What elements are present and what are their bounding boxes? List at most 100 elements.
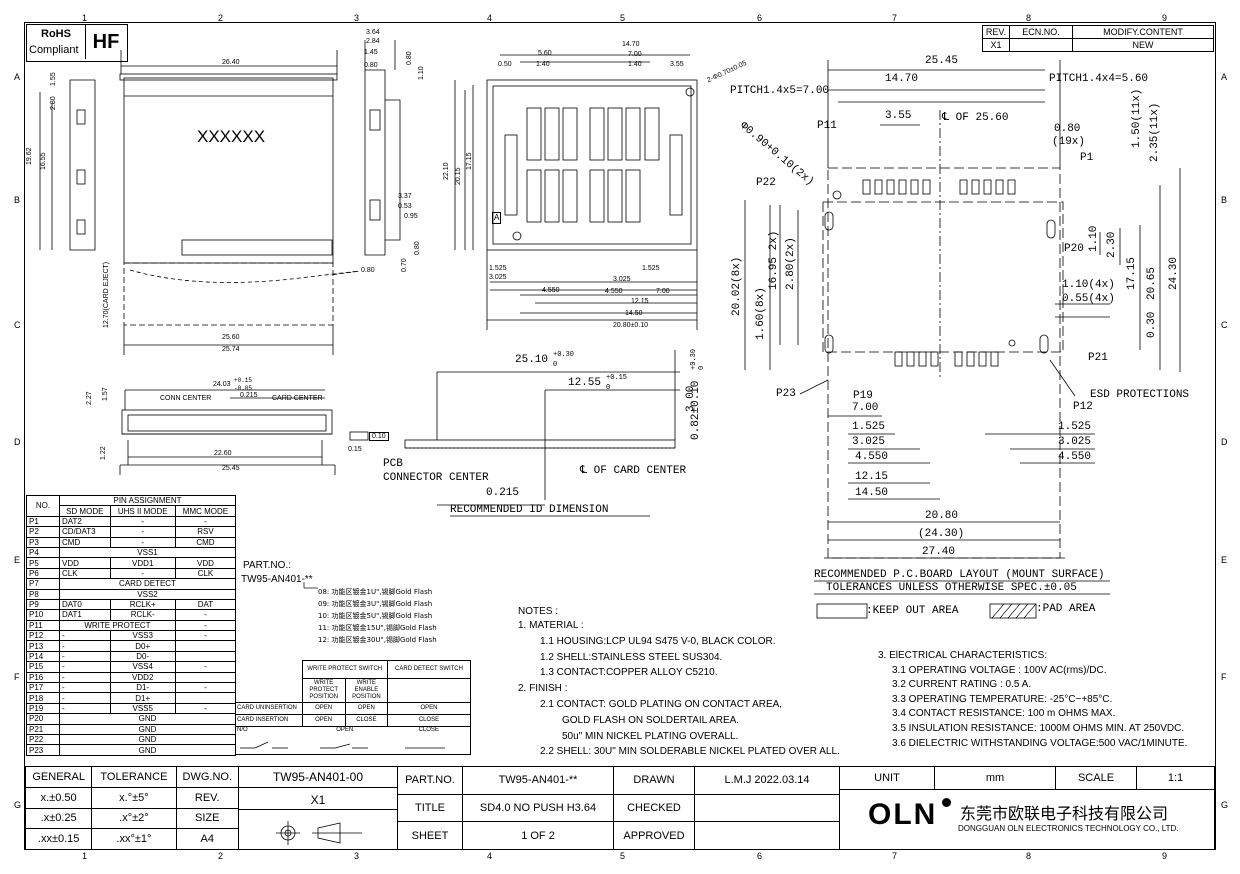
pin-no: P18 [26, 692, 60, 704]
dim-top-3: 25.74 [222, 346, 240, 353]
pin-signal: - [174, 515, 237, 528]
dim-front-4: 1.57 [102, 387, 109, 401]
pin-no: P3 [26, 536, 60, 548]
pin-p23: P23 [776, 388, 796, 400]
dim-bot-16: 3.025 [613, 276, 631, 283]
electrical-line: 3.1 OPERATING VOLTAGE : 100V AC(rms)/DC. [892, 664, 1107, 676]
pin-assignment-title: PIN ASSIGNMENT [59, 494, 236, 507]
pin-no: P15 [26, 661, 60, 673]
side-view-outline [364, 40, 401, 256]
pin-no: P22 [26, 733, 60, 746]
zone-col-3-bottom: 3 [354, 851, 360, 861]
pin-no: P4 [26, 546, 60, 559]
id-dim-1-tol-zero: 0 [553, 361, 558, 369]
tol-4: .x°±2° [91, 807, 177, 830]
hf-label: HF [85, 25, 126, 59]
pcb-bot-8: 12.15 [855, 471, 889, 483]
drawing-frame [24, 22, 1216, 850]
sheet-value: 1 OF 2 [462, 821, 614, 850]
pin-signal [174, 650, 237, 663]
pin-signal: - [59, 661, 111, 673]
registered-icon [942, 798, 951, 807]
card-center-label: CARD CENTER [272, 395, 323, 402]
pin-no: P5 [26, 557, 60, 569]
dim-side-2: 2.84 [366, 38, 380, 45]
tb-part-no: TW95-AN401-** [462, 766, 614, 795]
dim-bot-12: 1.525 [489, 265, 507, 272]
pin-signal: - [109, 536, 176, 548]
dim-front-1-tol-plus: +0.15 [234, 377, 253, 384]
dim-front-3: 2.27 [86, 391, 93, 405]
tol-2: x.°±5° [91, 786, 177, 809]
id-dimension-outline [404, 350, 680, 506]
zone-row-C-right: C [1221, 320, 1228, 330]
dim-front-2: 0.215 [240, 392, 258, 399]
drawn-value: L.M.J 2022.03.14 [694, 766, 840, 795]
pcb-bot-4: 4.550 [855, 451, 889, 463]
pcb-top-9: 1.50(11x) [1131, 88, 1143, 148]
pin-signal: - [174, 619, 237, 632]
zone-col-2-top: 2 [218, 13, 224, 23]
scale-label: SCALE [1055, 766, 1137, 790]
pin-signal: GND [59, 723, 236, 736]
pin-no: P21 [26, 723, 60, 736]
pcb-bot-10: 20.80 [925, 510, 959, 522]
pcb-left-1: 20.02(8x) [731, 256, 743, 316]
pin-p20: P20 [1064, 243, 1084, 255]
id-dim-2-tol-plus: +0.15 [606, 374, 628, 382]
zone-col-4-top: 4 [487, 13, 493, 23]
dim-bot-15: 1.525 [642, 265, 660, 272]
pcb-top-5: 3.55 [885, 110, 912, 122]
zone-row-B-left: B [14, 195, 21, 205]
pin-no: P11 [26, 619, 60, 632]
dim-bot-2: 5.60 [538, 50, 552, 57]
zone-col-1-top: 1 [82, 13, 88, 23]
dim-top-8: 12.70(CARD EJECT) [103, 261, 110, 328]
dwg-no-label: DWG.NO. [175, 766, 239, 788]
dim-bot-18: 7.00 [656, 288, 670, 295]
pin-no: P17 [26, 682, 60, 694]
electrical-line: 3. ElECTRICAL CHARACTERISTICS: [878, 650, 1048, 661]
part-option-item: 09: 功能区镀金3U",锡脚Gold Flash [318, 600, 433, 608]
checked-label: CHECKED [613, 793, 695, 823]
pin-signal: D1- [109, 682, 176, 694]
pcb-top-3: PITCH1.4x4=5.60 [1049, 73, 1149, 85]
zone-row-F-right: F [1221, 672, 1227, 682]
zone-col-6-bottom: 6 [757, 851, 763, 861]
dim-bot-20: 14.50 [625, 310, 643, 317]
pin-signal: - [109, 526, 176, 538]
zone-row-A-right: A [1221, 72, 1228, 82]
card-uninsertion-label: CARD UNINSERTION [235, 702, 303, 715]
pin-col-header: SD MODE [59, 505, 111, 517]
pcb-right-2: 2.30 [1106, 231, 1118, 258]
pin-no: P16 [26, 671, 60, 684]
zone-row-G-right: G [1221, 800, 1229, 810]
tol-1: x.±0.50 [24, 786, 93, 809]
drawn-label: DRAWN [613, 766, 695, 795]
zone-col-4-bottom: 4 [487, 851, 493, 861]
pcb-bot-1: 7.00 [852, 402, 879, 414]
table-row: P16-VDD2 [26, 671, 237, 684]
pin-signal: DAT [174, 598, 237, 611]
id-dim-2-tol-zero: 0 [606, 384, 611, 392]
pin-signal: VSS2 [59, 588, 236, 600]
dim-top-4: 19.62 [26, 147, 33, 165]
zone-col-5-top: 5 [620, 13, 626, 23]
approved-label: APPROVED [613, 821, 695, 850]
dwg-no-value: TW95-AN401-00 [272, 770, 364, 784]
id-dim-3-tol-plus: +0.30 [690, 348, 698, 370]
tol-6: .xx°±1° [91, 828, 177, 850]
dim-bot-14: 4.550 [542, 287, 560, 294]
pin-signal: VSS4 [109, 661, 176, 673]
dwg-no-box: TW95-AN401-00 X1 [238, 766, 398, 850]
revision-table: REV. ECN.NO. MODIFY.CONTENT X1 NEW [982, 25, 1214, 52]
pin-signal: RCLK+ [109, 598, 176, 611]
electrical-line: 3.2 CURRENT RATING : 0.5 A. [892, 679, 1032, 691]
dim-top-6: 2.80 [50, 96, 57, 110]
dim-bot-19: 12.15 [631, 298, 649, 305]
